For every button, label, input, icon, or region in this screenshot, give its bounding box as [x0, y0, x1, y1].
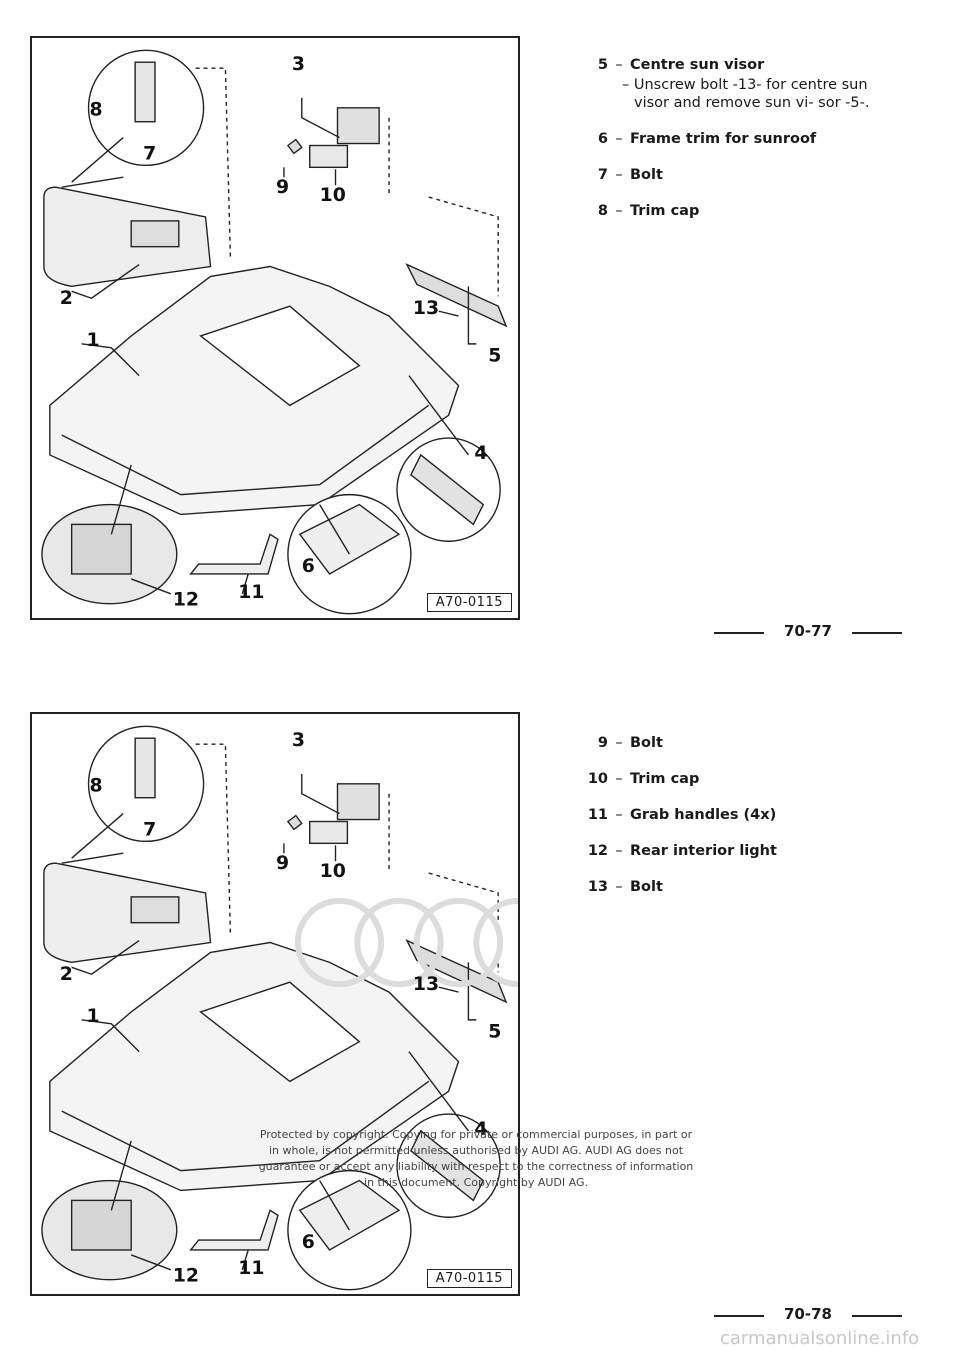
item-separator: – [615, 807, 623, 823]
callout-2: 2 [60, 964, 73, 985]
callout-3: 3 [292, 730, 305, 751]
callout-3: 3 [292, 54, 305, 75]
item-separator: – [615, 167, 623, 183]
page-number-rule-right [852, 1315, 902, 1317]
page-number-rule-left [714, 632, 764, 634]
legend-item-11: 11–Grab handles (4x) [578, 806, 878, 824]
legend-item-8: 8–Trim cap [586, 202, 886, 220]
item-number: 8 [597, 203, 608, 219]
legend-item-6: 6–Frame trim for sunroof [586, 130, 886, 148]
legend-page-1: 5–Centre sun visor – Unscrew bolt -13- f… [586, 56, 886, 238]
page-number: 70-78 [784, 1305, 832, 1323]
item-number: 7 [597, 167, 608, 183]
item-number: 13 [587, 879, 608, 895]
item-instruction: – Unscrew bolt -13- for centre sun visor… [622, 77, 870, 111]
callout-9: 9 [276, 853, 289, 874]
callout-11: 11 [238, 582, 264, 603]
item-title: Bolt [630, 879, 663, 895]
page-number-rule-right [852, 632, 902, 634]
footer-brand[interactable]: carmanualsonline.info [720, 1328, 920, 1349]
item-title: Bolt [630, 735, 663, 751]
callout-4: 4 [474, 443, 487, 464]
item-title: Trim cap [630, 771, 700, 787]
audi-rings-logo [294, 897, 518, 988]
legend-page-2: 9–Bolt 10–Trim cap 11–Grab handles (4x) … [578, 734, 878, 914]
callout-5: 5 [488, 1022, 501, 1043]
item-separator: – [615, 843, 623, 859]
item-number: 5 [597, 57, 608, 73]
callout-6: 6 [302, 556, 315, 577]
callout-4: 4 [474, 1119, 487, 1140]
item-number: 11 [587, 807, 608, 823]
exploded-diagram-top: 1 2 3 4 5 6 7 8 9 10 11 12 13 A70-0115 [30, 36, 520, 620]
callout-1: 1 [87, 330, 100, 351]
callout-6: 6 [302, 1232, 315, 1253]
item-title: Trim cap [630, 203, 700, 219]
headliner-diagram: 1 2 3 4 5 6 7 8 9 10 11 12 13 [41, 725, 518, 1291]
page-number-rule-left [714, 1315, 764, 1317]
legend-item-7: 7–Bolt [586, 166, 886, 184]
figure-code: A70-0115 [426, 593, 512, 612]
item-separator: – [615, 879, 623, 895]
item-number: 10 [587, 771, 608, 787]
item-separator: – [615, 771, 623, 787]
callout-12: 12 [173, 1266, 199, 1287]
callout-8: 8 [90, 100, 103, 121]
callout-1: 1 [87, 1006, 100, 1027]
item-title: Grab handles (4x) [630, 807, 777, 823]
callout-13: 13 [413, 298, 439, 319]
legend-item-10: 10–Trim cap [578, 770, 878, 788]
callout-9: 9 [276, 177, 289, 198]
item-title: Centre sun visor [630, 57, 765, 73]
copyright-watermark: Protected by copyright. Copying for priv… [258, 1128, 694, 1189]
page-number: 70-77 [784, 622, 832, 640]
item-title: Bolt [630, 167, 663, 183]
callout-13: 13 [413, 974, 439, 995]
callout-7: 7 [143, 819, 156, 840]
callout-12: 12 [173, 590, 199, 611]
exploded-diagram-bottom: 1 2 3 4 5 6 7 8 9 10 11 12 13 A70-0115 [30, 712, 520, 1296]
headliner-diagram: 1 2 3 4 5 6 7 8 9 10 11 12 13 [41, 49, 508, 615]
callout-2: 2 [60, 288, 73, 309]
callout-11: 11 [238, 1258, 264, 1279]
callout-5: 5 [488, 346, 501, 367]
item-separator: – [615, 203, 623, 219]
item-title: Frame trim for sunroof [630, 131, 817, 147]
item-separator: – [615, 57, 623, 73]
item-number: 12 [587, 843, 608, 859]
item-number: 9 [597, 735, 608, 751]
legend-item-9: 9–Bolt [578, 734, 878, 752]
callout-8: 8 [90, 776, 103, 797]
callout-10: 10 [320, 861, 346, 882]
legend-item-13: 13–Bolt [578, 878, 878, 896]
item-number: 6 [597, 131, 608, 147]
callout-10: 10 [320, 185, 346, 206]
figure-code: A70-0115 [426, 1269, 512, 1288]
callout-7: 7 [143, 143, 156, 164]
item-separator: – [615, 131, 623, 147]
legend-item-5: 5–Centre sun visor – Unscrew bolt -13- f… [586, 56, 886, 112]
legend-item-12: 12–Rear interior light [578, 842, 878, 860]
item-title: Rear interior light [630, 843, 777, 859]
item-separator: – [615, 735, 623, 751]
